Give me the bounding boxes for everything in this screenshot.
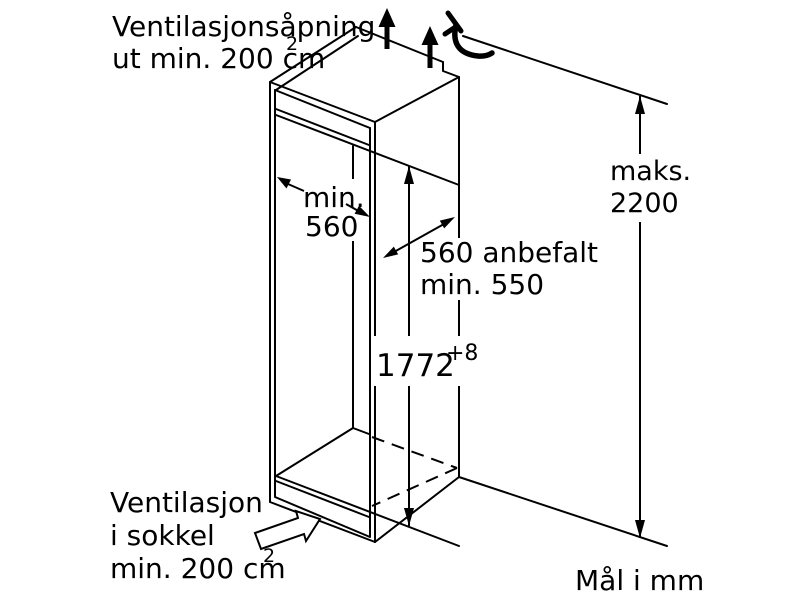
units-note: Mål i mm [575, 564, 704, 597]
dimension-recommended-depth-arrows [383, 217, 455, 258]
hidden-floor-back-edge [371, 436, 458, 469]
vent-bottom-label-line2: i sokkel [110, 519, 215, 552]
recommended-depth-label-line1: 560 anbefalt [420, 236, 598, 269]
labels: Ventilasjonsåpning ut min. 200 cm 2 min.… [110, 10, 704, 597]
hidden-right-wall-bottom-edge [371, 467, 458, 507]
inner-depth-label-line2: 560 [305, 210, 358, 243]
ceiling-line [462, 35, 668, 105]
airflow-arrows [253, 8, 495, 551]
max-height-label-line1: maks. [610, 156, 691, 187]
vent-top-label-line2: ut min. 200 cm [112, 42, 325, 75]
vent-up-arrow-2 [421, 26, 439, 68]
dimension-inner-depth-arrows [277, 177, 370, 217]
floor-line [458, 476, 668, 547]
room-reference-lines [458, 35, 668, 547]
vent-top-label-line1: Ventilasjonsåpning [112, 10, 375, 43]
vent-top-superscript: 2 [286, 33, 298, 55]
vent-bottom-label-line3: min. 200 cm [110, 552, 286, 585]
plinth-vent-arrow [253, 509, 322, 551]
vent-bottom-label-line1: Ventilasjon [110, 486, 263, 519]
inner-depth-label-line1: min. [303, 181, 365, 214]
niche-height-value: 1772 [376, 348, 455, 384]
recommended-depth-label-line2: min. 550 [420, 268, 544, 301]
niche-height-tolerance: +8 [446, 341, 478, 366]
max-height-label-line2: 2200 [610, 188, 679, 219]
air-outflow-curve-icon [442, 10, 495, 59]
vent-bottom-superscript: 2 [263, 545, 275, 567]
vent-up-arrow-1 [378, 8, 396, 49]
